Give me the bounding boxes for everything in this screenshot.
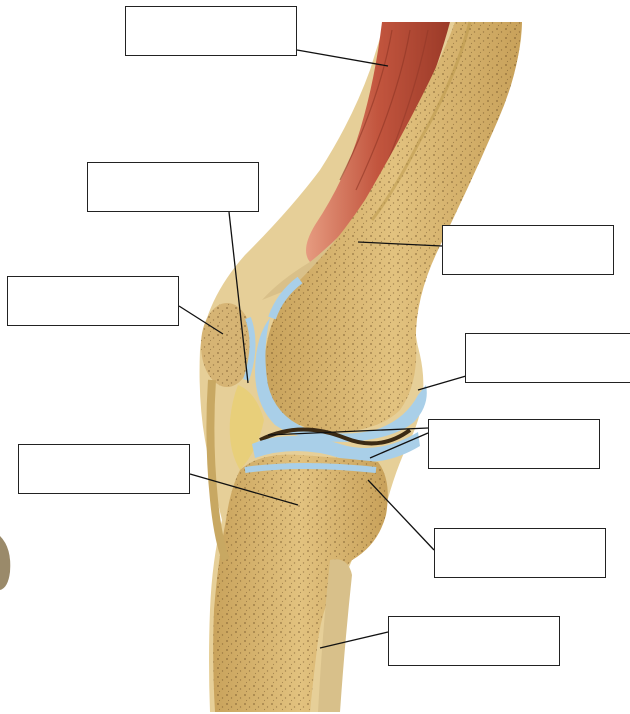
label-box-meniscus[interactable] [428,419,600,469]
label-box-tendon[interactable] [87,162,259,212]
label-box-articular-cartilage[interactable] [434,528,606,578]
label-box-patella[interactable] [7,276,179,326]
edge-fragment [0,536,10,590]
pointer-e [418,376,466,390]
label-box-femur[interactable] [442,225,614,275]
label-box-fibula[interactable] [388,616,560,666]
label-box-joint-capsule[interactable] [465,333,630,383]
label-box-tibia[interactable] [18,444,190,494]
label-box-muscle[interactable] [125,6,297,56]
